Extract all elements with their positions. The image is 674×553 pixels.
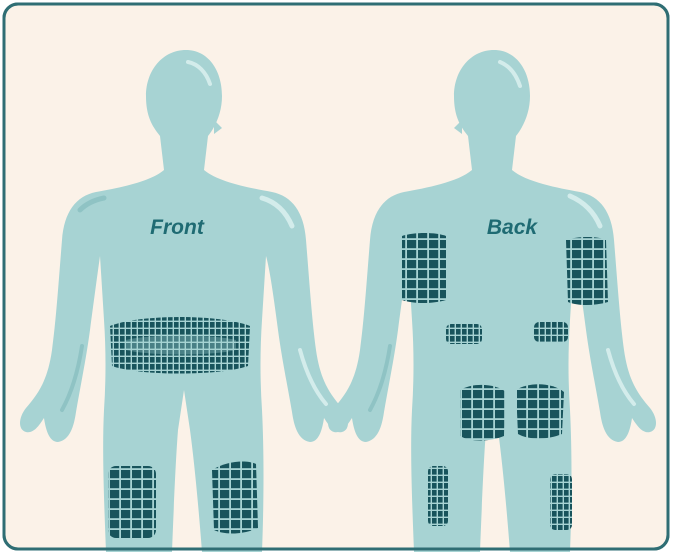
back-label: Back: [487, 216, 539, 239]
back-left-buttock-site: [460, 385, 506, 441]
back-right-lowerback-site: [534, 322, 568, 342]
front-abdomen-center: [126, 336, 236, 355]
back-right-thigh-site: [550, 474, 572, 530]
back-right-arm-site: [566, 237, 608, 305]
back-left-arm-site: [402, 233, 446, 303]
back-left-thigh-site: [428, 466, 448, 526]
front-label: Front: [150, 216, 205, 239]
front-left-thigh-site: [212, 462, 258, 534]
front-right-thigh-site: [108, 466, 156, 538]
back-right-buttock-site: [516, 384, 564, 438]
back-left-lowerback-site: [446, 324, 482, 344]
